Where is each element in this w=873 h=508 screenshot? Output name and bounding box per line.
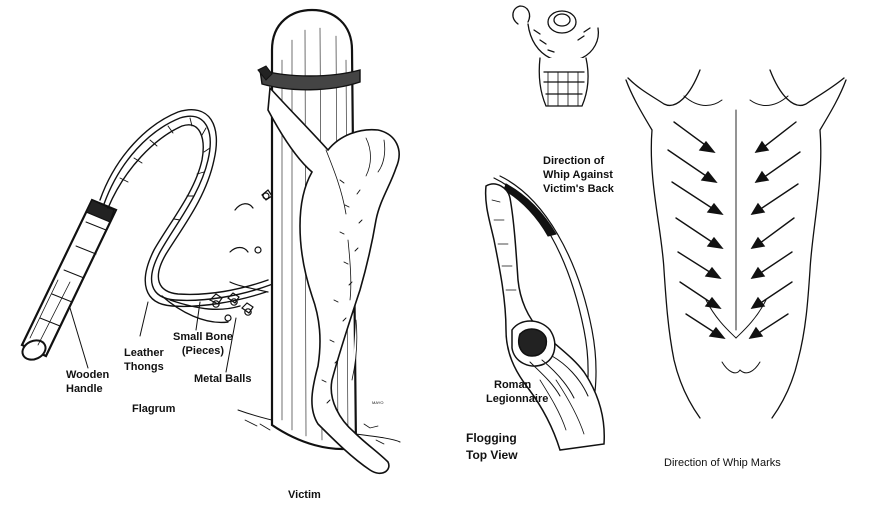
flogging-top-view-line-2: Top View [466, 447, 518, 464]
svg-text:MAYO: MAYO [372, 400, 383, 405]
direction-against-back-line-2: Whip Against [543, 168, 614, 182]
direction-against-back-line-1: Direction of [543, 154, 614, 168]
direction-of-whip-marks-label: Direction of Whip Marks [664, 456, 781, 470]
metal-balls-drawing [213, 193, 269, 321]
flagrum-drawing [19, 110, 279, 372]
leather-thongs-label-line-2: Thongs [124, 360, 164, 374]
flogging-top-view-line-1: Flogging [466, 430, 518, 447]
roman-legionnaire-line-2: Legionnaire [486, 392, 548, 406]
wooden-handle-label-line-2: Handle [66, 382, 109, 396]
metal-balls-label: Metal Balls [194, 372, 251, 386]
flogging-top-view-label: Flogging Top View [466, 430, 518, 464]
flagrum-label: Flagrum [132, 402, 175, 416]
legionnaire-top-figure-drawing [513, 6, 598, 106]
victim-label: Victim [288, 488, 321, 502]
back-torso-drawing [626, 70, 846, 418]
direction-against-back-line-3: Victim's Back [543, 182, 614, 196]
direction-against-back-label: Direction of Whip Against Victim's Back [543, 154, 614, 196]
wooden-handle-label-line-1: Wooden [66, 368, 109, 382]
whip-mark-arrows-right [750, 122, 800, 338]
leather-thongs-label: Leather Thongs [124, 346, 164, 374]
small-bone-label: Small Bone (Pieces) [168, 330, 238, 358]
wooden-handle-drawing [19, 200, 116, 363]
whip-mark-arrows-left [668, 122, 724, 338]
flogging-top-view-drawing [486, 176, 605, 450]
leather-thongs-drawing [100, 110, 270, 323]
leather-thongs-label-line-1: Leather [124, 346, 164, 360]
small-bone-label-line-1: Small Bone [168, 330, 238, 344]
small-bone-drawing [210, 190, 280, 313]
wooden-handle-label: Wooden Handle [66, 368, 109, 396]
roman-legionnaire-line-1: Roman [486, 378, 548, 392]
roman-legionnaire-label: Roman Legionnaire [486, 378, 548, 406]
post-and-victim-drawing: MAYO [238, 10, 400, 473]
small-bone-label-line-2: (Pieces) [168, 344, 238, 358]
